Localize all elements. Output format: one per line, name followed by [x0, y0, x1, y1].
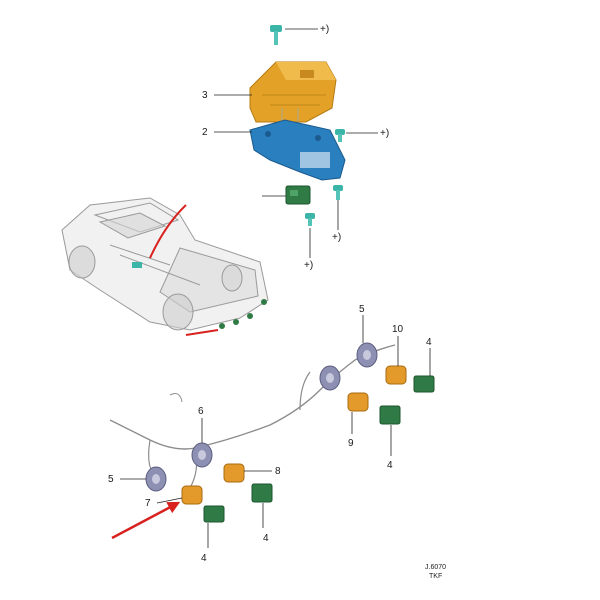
label-connector-4-right-top: 4: [426, 337, 432, 348]
label-connector-4-left-bottom: 4: [201, 553, 207, 564]
sensor-ring-mid: [319, 365, 341, 391]
module-cover: [249, 61, 337, 123]
label-ring-6: 6: [198, 406, 204, 417]
bracket-lower-screw: [333, 185, 343, 200]
connector-4-right-top: [413, 375, 435, 393]
label-connector-4-right-bottom: 4: [387, 460, 393, 471]
label-connector-4-left-mid: 4: [263, 533, 269, 544]
red-pointer-rear: [185, 329, 219, 336]
label-ring-5-lower: 5: [108, 474, 114, 485]
harness-branch-right: [299, 371, 311, 411]
truck-ghost: [61, 197, 269, 331]
label-sensor-7: 7: [145, 498, 151, 509]
leader-sensor-7: [156, 497, 183, 504]
sensor-body-8: [223, 463, 245, 483]
sensor-ring-5-lower: [145, 466, 167, 492]
sensor-body-9: [347, 392, 369, 412]
connector-4-right-bottom: [379, 405, 401, 425]
truck-rear-sensors: [219, 299, 267, 329]
label-bracket: 2: [202, 127, 208, 138]
figure-code-line2: TKF: [429, 573, 442, 580]
label-bottom-screw: +): [304, 260, 313, 271]
label-lower-screw: +): [332, 232, 341, 243]
module-bracket: [249, 119, 346, 181]
label-cover: 3: [202, 90, 208, 101]
red-pointer-module: [149, 204, 187, 259]
figure-code-line1: J.6070: [425, 564, 446, 571]
label-ring-5-upper: 5: [359, 304, 365, 315]
top-screw: [270, 25, 282, 45]
label-side-screw: +): [380, 128, 389, 139]
sensor-ring-5-upper: [356, 342, 378, 368]
sensor-body-10: [385, 365, 407, 385]
red-arrow-sensor-7: [111, 501, 181, 540]
module-connector: [285, 185, 311, 205]
label-sensor-10: 10: [392, 324, 404, 335]
connector-4-left-mid: [251, 483, 273, 503]
connector-4-left-bottom: [203, 505, 225, 523]
bottom-screw: [305, 213, 315, 226]
sensor-ring-6: [191, 442, 213, 468]
harness-clip: [169, 393, 183, 403]
bracket-side-screw: [335, 129, 345, 142]
module-location-marker: [132, 262, 142, 268]
label-sensor-9: 9: [348, 438, 354, 449]
sensor-body-7: [181, 485, 203, 505]
label-sensor-8: 8: [275, 466, 281, 477]
label-top-screw: +): [320, 24, 329, 35]
